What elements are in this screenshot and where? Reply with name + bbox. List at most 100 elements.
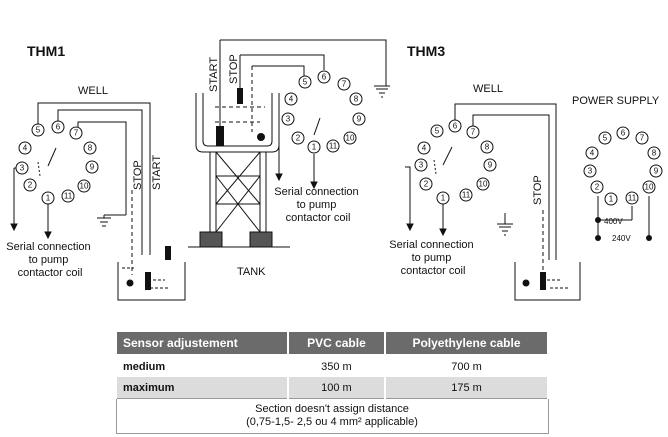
tank-pin-3: 3 [281, 112, 295, 126]
tank-pin-10: 10 [343, 131, 357, 145]
svg-text:8: 8 [88, 144, 93, 153]
cell-medium-pvc: 350 m [286, 355, 386, 377]
thm1-pin-9: 9 [85, 160, 99, 174]
voltage-240v-label: 240V [612, 234, 631, 243]
svg-text:10: 10 [346, 134, 355, 143]
thm3-well-probes [522, 272, 546, 290]
power-pin-3: 3 [583, 164, 597, 178]
svg-text:6: 6 [56, 123, 61, 132]
svg-text:11: 11 [462, 191, 471, 200]
table-note-row: Section doesn't assign distance (0,75-1,… [115, 398, 549, 434]
svg-text:6: 6 [453, 122, 458, 131]
tank-pin-2: 2 [291, 131, 305, 145]
thm3-pin-9: 9 [483, 158, 497, 172]
tank-start-label: START [208, 57, 220, 92]
thm3-stop-label: STOP [532, 175, 544, 205]
thm3-pin-5: 5 [430, 124, 444, 138]
column-header-pvc-cable: PVC cable [286, 330, 386, 356]
svg-text:5: 5 [603, 134, 608, 143]
thm3-pin-8: 8 [480, 140, 494, 154]
serial-connection-label-left: Serial connection to pump contactor coil [6, 241, 93, 279]
svg-text:9: 9 [357, 115, 362, 124]
thm1-pin-6: 6 [51, 120, 65, 134]
table-row: medium 350 m 700 m [115, 355, 550, 377]
section-note-line1: Section doesn't assign distance [255, 403, 409, 415]
table-header-row: Sensor adjustement PVC cable Polyethylen… [115, 330, 550, 356]
thm1-pin-11: 11 [61, 189, 75, 203]
thm1-relay [10, 102, 186, 301]
svg-text:4: 4 [422, 144, 427, 153]
svg-text:3: 3 [419, 161, 424, 170]
svg-text:7: 7 [640, 134, 645, 143]
tank-pin-5: 5 [298, 75, 312, 89]
svg-text:4: 4 [23, 144, 28, 153]
tank-pin-4: 4 [284, 92, 298, 106]
svg-text:1: 1 [46, 194, 51, 203]
tank-pin-7: 7 [337, 77, 351, 91]
power-pin-8: 8 [647, 146, 661, 160]
thm1-pin-4: 4 [18, 141, 32, 155]
power-pin-9: 9 [649, 164, 663, 178]
thm3-pin-10: 10 [476, 177, 490, 191]
thm3-relay [405, 103, 581, 301]
svg-text:1: 1 [609, 195, 614, 204]
thm1-start-label: START [151, 155, 163, 190]
section-note: Section doesn't assign distance (0,75-1,… [115, 398, 549, 434]
tank-label: TANK [237, 266, 266, 278]
column-header-sensor-adjustment: Sensor adjustement [115, 330, 289, 356]
thm1-pin-10: 10 [77, 179, 91, 193]
row-label-maximum: maximum [115, 377, 289, 399]
table-row: maximum 100 m 175 m [115, 377, 550, 399]
power-pin-5: 5 [598, 131, 612, 145]
thm1-title: THM1 [27, 43, 65, 59]
thm3-pin-4: 4 [417, 141, 431, 155]
power-pin-7: 7 [635, 131, 649, 145]
thm1-stop-label: STOP [132, 160, 144, 190]
svg-text:3: 3 [20, 164, 25, 173]
row-label-medium: medium [115, 355, 289, 377]
svg-text:5: 5 [36, 126, 41, 135]
power-pin-4: 4 [585, 146, 599, 160]
svg-text:5: 5 [435, 127, 440, 136]
section-note-line2: (0,75-1,5- 2,5 ou 4 mm² applicable) [246, 416, 418, 428]
tank-pin-6: 6 [317, 70, 331, 84]
svg-text:2: 2 [595, 183, 600, 192]
power-supply-label: POWER SUPPLY [572, 95, 660, 107]
thm3-pin-2: 2 [419, 177, 433, 191]
column-header-polyethylene-cable: Polyethylene cable [383, 330, 550, 356]
svg-text:9: 9 [654, 167, 659, 176]
serial-connection-label-right: Serial connection to pump contactor coil [389, 239, 476, 277]
svg-text:3: 3 [588, 167, 593, 176]
tank-pin-11: 11 [326, 139, 340, 153]
svg-text:11: 11 [329, 142, 338, 151]
thm3-title: THM3 [407, 43, 445, 59]
power-pin-2: 2 [590, 180, 604, 194]
thm1-pin-2: 2 [23, 178, 37, 192]
svg-text:11: 11 [64, 192, 73, 201]
thm1-pin-5: 5 [31, 123, 45, 137]
svg-text:10: 10 [479, 180, 488, 189]
thm3-pin-7: 7 [466, 125, 480, 139]
svg-text:4: 4 [289, 95, 294, 104]
svg-text:7: 7 [342, 80, 347, 89]
svg-text:1: 1 [312, 143, 317, 152]
power-pin-1: 1 [604, 192, 618, 206]
svg-text:4: 4 [590, 149, 595, 158]
svg-text:2: 2 [28, 181, 33, 190]
thm1-pin-7: 7 [69, 126, 83, 140]
tank-pin-8: 8 [349, 92, 363, 106]
svg-text:6: 6 [322, 73, 327, 82]
svg-text:8: 8 [354, 95, 359, 104]
sensor-adjustment-table: Sensor adjustement PVC cable Polyethylen… [115, 330, 550, 434]
power-pin-6: 6 [616, 126, 630, 140]
svg-text:6: 6 [621, 129, 626, 138]
voltage-400v-label: 400V [604, 217, 623, 226]
power-pin-11: 11 [625, 191, 639, 205]
svg-text:7: 7 [74, 129, 79, 138]
thm3-pin-6: 6 [448, 119, 462, 133]
svg-text:9: 9 [488, 161, 493, 170]
svg-text:5: 5 [303, 78, 308, 87]
tank-stop-label: STOP [228, 54, 240, 84]
svg-text:1: 1 [441, 194, 446, 203]
